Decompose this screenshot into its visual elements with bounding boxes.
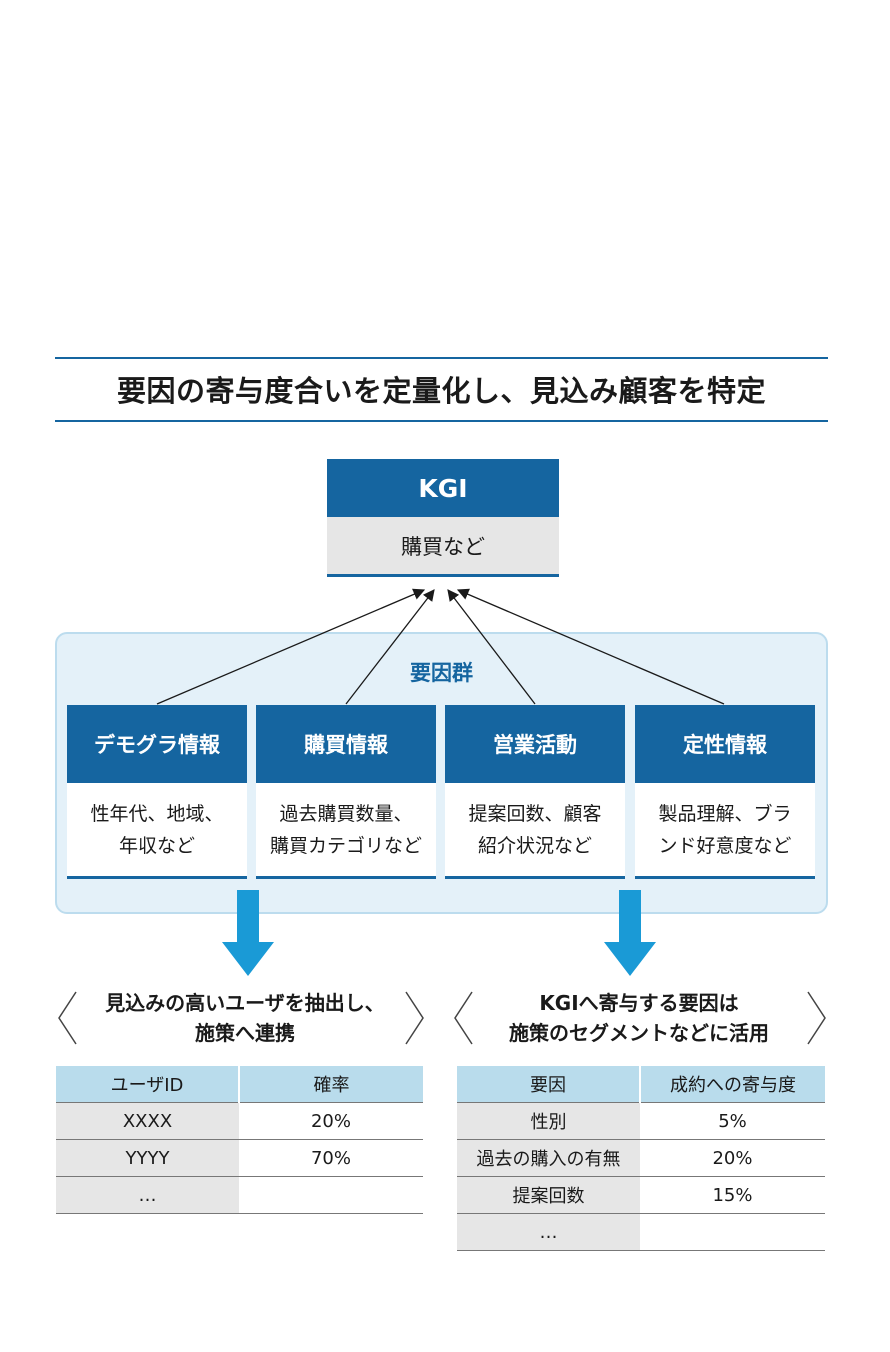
- left-caption-line-1: 見込みの高いユーザを抽出し、: [105, 991, 385, 1015]
- table-header-row: 要因 成約への寄与度: [457, 1066, 825, 1103]
- left-caption-line-2: 施策へ連携: [195, 1021, 295, 1045]
- table-row: 過去の購入の有無 20%: [457, 1139, 825, 1177]
- page-title: 要因の寄与度合いを定量化し、見込み顧客を特定: [116, 374, 766, 408]
- kgi-box-body: 購買など: [327, 517, 559, 577]
- cell-contribution: 5%: [640, 1102, 825, 1140]
- bracket-left-close-icon: [405, 991, 424, 1045]
- table-row: XXXX 20%: [56, 1102, 423, 1140]
- cell-user-id: XXXX: [56, 1102, 239, 1140]
- arrow-factor-1: [156, 588, 426, 705]
- column-header-contribution: 成約への寄与度: [639, 1066, 825, 1103]
- factor-group-label: 要因群: [410, 661, 473, 685]
- factor-3-title: 営業活動: [445, 705, 625, 783]
- factor-contribution-table: 要因 成約への寄与度 性別 5% 過去の購入の有無 20% 提案回数 15% …: [457, 1066, 825, 1251]
- factor-1-body: 性年代、地域、 年収など: [67, 783, 247, 879]
- cell-user-id: YYYY: [56, 1139, 239, 1177]
- cell-probability: [239, 1176, 423, 1214]
- factor-1-title: デモグラ情報: [67, 705, 247, 783]
- table-row: 提案回数 15%: [457, 1176, 825, 1214]
- factor-4-line-2: ンド好意度など: [658, 834, 792, 857]
- bracket-right-close-icon: [807, 991, 826, 1045]
- cell-factor: 性別: [457, 1102, 640, 1140]
- arrow-factor-4: [456, 588, 725, 705]
- cell-factor: …: [457, 1213, 640, 1251]
- column-header-probability: 確率: [238, 1066, 423, 1103]
- factor-2-line-2: 購買カテゴリなど: [269, 834, 422, 857]
- left-output-caption: 見込みの高いユーザを抽出し、 施策へ連携: [80, 986, 410, 1050]
- table-row: 性別 5%: [457, 1102, 825, 1140]
- right-caption-line-2: 施策のセグメントなどに活用: [509, 1021, 769, 1045]
- factor-2-body: 過去購買数量、 購買カテゴリなど: [256, 783, 436, 879]
- factor-2-line-1: 過去購買数量、: [279, 802, 413, 825]
- title-rule-top: [55, 357, 828, 359]
- cell-contribution: 15%: [640, 1176, 825, 1214]
- arrow-factor-3: [447, 589, 536, 705]
- cell-contribution: 20%: [640, 1139, 825, 1177]
- cell-factor: 過去の購入の有無: [457, 1139, 640, 1177]
- right-caption-line-1: KGIへ寄与する要因は: [539, 991, 739, 1015]
- cell-factor: 提案回数: [457, 1176, 640, 1214]
- cell-probability: 70%: [239, 1139, 423, 1177]
- factor-3-line-1: 提案回数、顧客: [468, 802, 602, 825]
- bracket-left-open-icon: [58, 991, 77, 1045]
- user-probability-table: ユーザID 確率 XXXX 20% YYYY 70% …: [56, 1066, 423, 1214]
- column-header-factor: 要因: [457, 1066, 640, 1103]
- title-rule-bottom: [55, 420, 828, 422]
- factor-4-body: 製品理解、ブラ ンド好意度など: [635, 783, 815, 879]
- bracket-right-open-icon: [454, 991, 473, 1045]
- factor-3-line-2: 紹介状況など: [477, 834, 592, 857]
- factor-1-line-1: 性年代、地域、: [90, 802, 224, 825]
- cell-user-id: …: [56, 1176, 239, 1214]
- table-row: …: [56, 1176, 423, 1214]
- factor-1-line-2: 年収など: [118, 834, 195, 857]
- kgi-box-header: KGI: [327, 459, 559, 517]
- column-header-user-id: ユーザID: [56, 1066, 239, 1103]
- cell-contribution: [640, 1213, 825, 1251]
- factor-4-title: 定性情報: [635, 705, 815, 783]
- table-header-row: ユーザID 確率: [56, 1066, 423, 1103]
- factor-3-body: 提案回数、顧客 紹介状況など: [445, 783, 625, 879]
- factor-2-title: 購買情報: [256, 705, 436, 783]
- arrow-factor-2: [345, 589, 435, 705]
- down-arrow-left-icon: [222, 890, 274, 976]
- cell-probability: 20%: [239, 1102, 423, 1140]
- table-row: …: [457, 1213, 825, 1251]
- down-arrow-right-icon: [604, 890, 656, 976]
- table-row: YYYY 70%: [56, 1139, 423, 1177]
- right-output-caption: KGIへ寄与する要因は 施策のセグメントなどに活用: [476, 986, 802, 1050]
- factor-4-line-1: 製品理解、ブラ: [658, 802, 792, 825]
